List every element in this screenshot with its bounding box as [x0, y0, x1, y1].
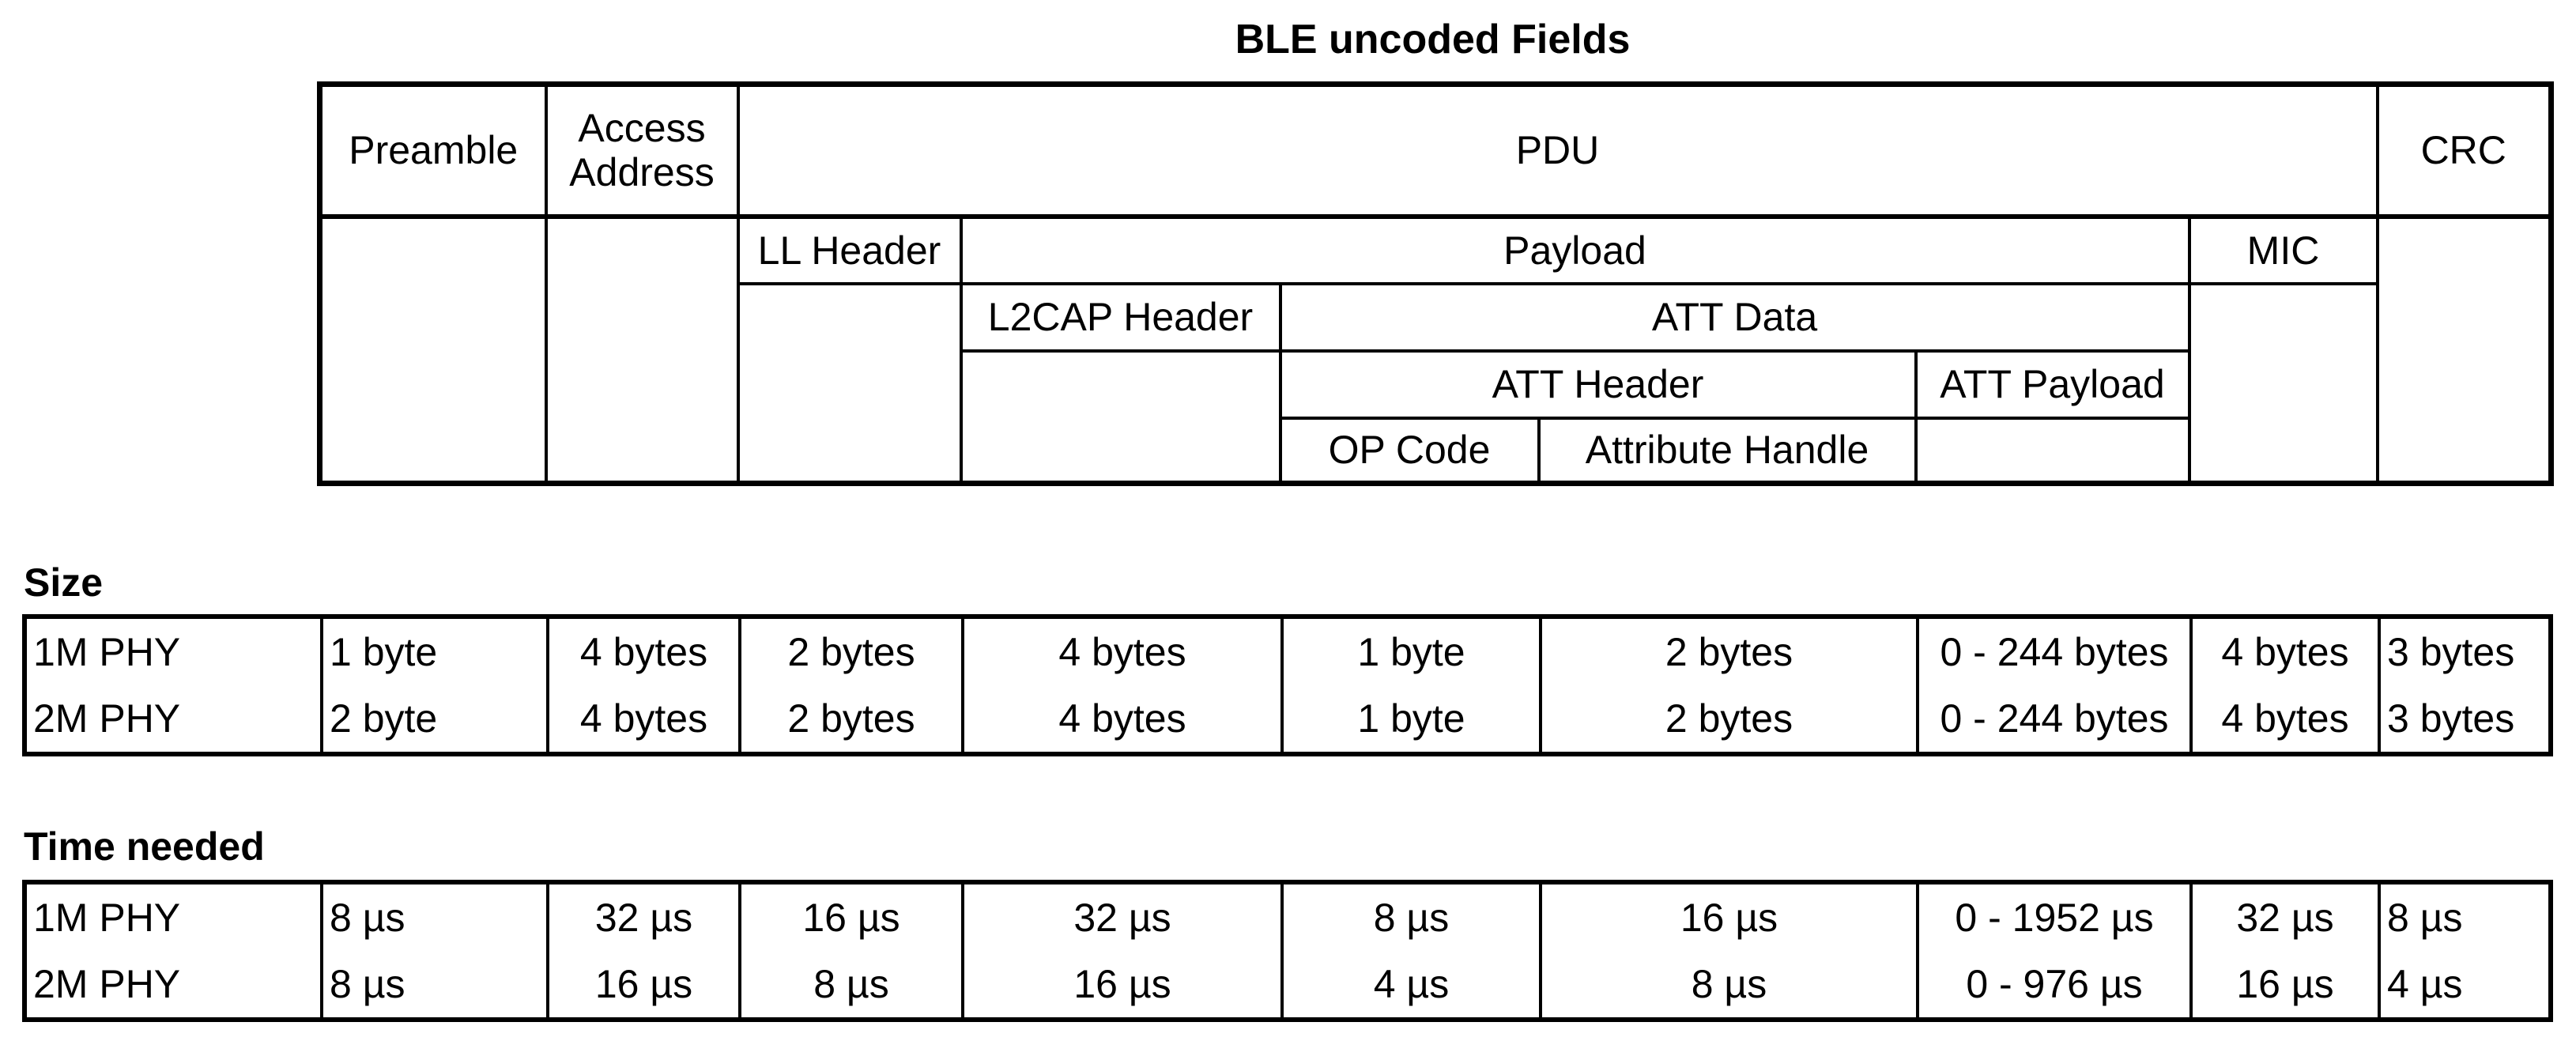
size-2m-l2cap-header: 4 bytes: [961, 685, 1284, 754]
size-2m-op-code: 1 byte: [1280, 685, 1542, 754]
cell-mic: MIC: [2187, 214, 2379, 285]
time-1m-op-code: 8 µs: [1280, 882, 1542, 951]
cell-att-payload: ATT Payload: [1914, 349, 2191, 420]
time-row-2m-phy: 2M PHY 8 µs 16 µs 8 µs 16 µs 4 µs 8 µs 0…: [23, 951, 2552, 1020]
cell-empty-under-l2cap-header: [959, 349, 1282, 485]
time-section-label: Time needed: [24, 824, 265, 869]
size-1m-attribute-handle: 2 bytes: [1539, 617, 1919, 685]
size-2m-preamble: 2 byte: [320, 685, 549, 754]
size-1m-l2cap-header: 4 bytes: [961, 617, 1284, 685]
time-2m-op-code: 4 µs: [1280, 951, 1542, 1020]
time-2m-att-payload: 0 - 976 µs: [1916, 951, 2193, 1020]
ble-fields-table: Preamble Access Address PDU CRC LL Heade…: [317, 81, 2554, 486]
size-2m-access-address: 4 bytes: [546, 685, 741, 754]
size-2m-ll-header: 2 bytes: [738, 685, 964, 754]
cell-empty-under-att-payload: [1914, 416, 2191, 485]
time-2m-l2cap-header: 16 µs: [961, 951, 1284, 1020]
cell-empty-under-access-address: [544, 214, 740, 485]
cell-empty-under-mic: [2187, 281, 2379, 485]
time-2m-ll-header: 8 µs: [738, 951, 964, 1020]
time-1m-crc: 8 µs: [2378, 882, 2552, 951]
time-1m-l2cap-header: 32 µs: [961, 882, 1284, 951]
size-1m-mic: 4 bytes: [2189, 617, 2381, 685]
cell-empty-under-crc: [2375, 214, 2553, 485]
cell-crc: CRC: [2375, 82, 2553, 219]
time-1m-att-payload: 0 - 1952 µs: [1916, 882, 2193, 951]
size-1m-att-payload: 0 - 244 bytes: [1916, 617, 2193, 685]
cell-empty-under-preamble: [318, 214, 548, 485]
size-2m-mic: 4 bytes: [2189, 685, 2381, 754]
size-1m-op-code: 1 byte: [1280, 617, 1542, 685]
cell-att-header: ATT Header: [1278, 349, 1918, 420]
size-row-2m-phy: 2M PHY 2 byte 4 bytes 2 bytes 4 bytes 1 …: [23, 685, 2552, 754]
time-1m-access-address: 32 µs: [546, 882, 741, 951]
size-1m-preamble: 1 byte: [320, 617, 549, 685]
time-2m-mic: 16 µs: [2189, 951, 2381, 1020]
size-2m-phy-label: 2M PHY: [23, 685, 323, 754]
cell-attribute-handle: Attribute Handle: [1537, 416, 1918, 485]
size-row-1m-phy: 1M PHY 1 byte 4 bytes 2 bytes 4 bytes 1 …: [23, 617, 2552, 685]
time-1m-ll-header: 16 µs: [738, 882, 964, 951]
time-row-1m-phy: 1M PHY 8 µs 32 µs 16 µs 32 µs 8 µs 16 µs…: [23, 882, 2552, 951]
cell-preamble: Preamble: [318, 82, 548, 219]
cell-pdu: PDU: [736, 82, 2379, 219]
time-table: 1M PHY 8 µs 32 µs 16 µs 32 µs 8 µs 16 µs…: [22, 880, 2553, 1022]
cell-ll-header: LL Header: [736, 214, 963, 285]
cell-att-data: ATT Data: [1278, 281, 2191, 353]
time-2m-crc: 4 µs: [2378, 951, 2552, 1020]
time-2m-preamble: 8 µs: [320, 951, 549, 1020]
time-1m-attribute-handle: 16 µs: [1539, 882, 1919, 951]
page-title: BLE uncoded Fields: [1235, 17, 1631, 62]
time-2m-access-address: 16 µs: [546, 951, 741, 1020]
cell-payload: Payload: [959, 214, 2191, 285]
size-section-label: Size: [24, 560, 104, 605]
size-1m-crc: 3 bytes: [2378, 617, 2552, 685]
time-2m-attribute-handle: 8 µs: [1539, 951, 1919, 1020]
size-1m-phy-label: 1M PHY: [23, 617, 323, 685]
time-1m-phy-label: 1M PHY: [23, 882, 323, 951]
size-2m-attribute-handle: 2 bytes: [1539, 685, 1919, 754]
size-1m-ll-header: 2 bytes: [738, 617, 964, 685]
cell-op-code: OP Code: [1278, 416, 1541, 485]
size-table: 1M PHY 1 byte 4 bytes 2 bytes 4 bytes 1 …: [22, 614, 2553, 756]
size-2m-crc: 3 bytes: [2378, 685, 2552, 754]
cell-empty-under-ll-header: [736, 281, 963, 485]
time-1m-preamble: 8 µs: [320, 882, 549, 951]
size-2m-att-payload: 0 - 244 bytes: [1916, 685, 2193, 754]
cell-l2cap-header: L2CAP Header: [959, 281, 1282, 353]
time-1m-mic: 32 µs: [2189, 882, 2381, 951]
cell-access-address: Access Address: [544, 82, 740, 219]
time-2m-phy-label: 2M PHY: [23, 951, 323, 1020]
size-1m-access-address: 4 bytes: [546, 617, 741, 685]
